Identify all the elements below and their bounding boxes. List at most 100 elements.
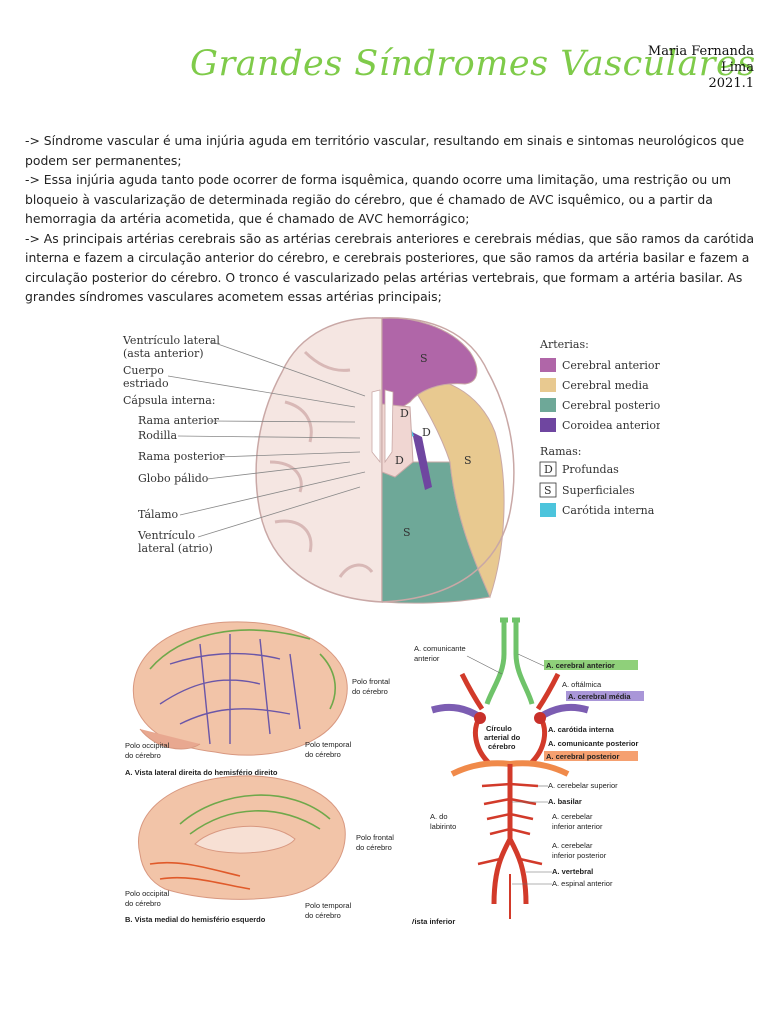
caption-b: B. Vista medial do hemisfério esquerdo [125, 915, 266, 924]
label-rodilla: Rodilla [138, 429, 178, 442]
lateral-green-vessels [149, 629, 336, 710]
legend-swatch [540, 398, 556, 412]
basilar-artery [491, 764, 529, 905]
label-cerebelar-superior: A. cerebelar superior [548, 781, 618, 790]
label-basilar: A. basilar [548, 797, 582, 806]
legend: Arterias: Cerebral anterior Cerebral med… [539, 338, 660, 517]
label-comunicante-anterior-2: anterior [414, 654, 440, 663]
label-ventriculo: Ventrículo lateral [122, 334, 220, 347]
label-comunicante-anterior: A. comunicante [414, 644, 466, 653]
medial-orange-vessels [149, 861, 251, 890]
label-globo: Globo pálido [138, 472, 209, 485]
label-capsula: Cápsula interna: [123, 394, 215, 407]
label-do-cerebro: do cérebro [305, 750, 341, 759]
legend-swatch [540, 418, 556, 432]
legend-arterias-title: Arterias: [539, 338, 589, 351]
label-polo-occipital: Polo occipital [125, 741, 170, 750]
map-letter-d: D [422, 426, 431, 439]
label-cuerpo: Cuerpo [123, 364, 164, 377]
legend-label: Cerebral anterior [562, 359, 660, 372]
label-ventriculo-atrio-sub: lateral (atrio) [138, 542, 213, 555]
page-title: Grandes Síndromes Vasculares [190, 44, 756, 84]
label-do-cerebro: do cérebro [125, 751, 161, 760]
carotid-right [534, 712, 546, 724]
label-polo-temporal: Polo temporal [305, 901, 352, 910]
willis-illustration: A. comunicante anterior A. cerebral ante… [412, 617, 644, 926]
author-last-name: Lima [721, 60, 754, 75]
label-circulo-1: Círculo [486, 724, 512, 733]
label-polo-occipital: Polo occipital [125, 889, 170, 898]
label-cerebelar-inf-post-2: inferior posterior [552, 851, 607, 860]
label-highlight-orange [544, 751, 638, 761]
lateral-vessels [159, 634, 301, 745]
label-circulo-2: arterial do [484, 733, 521, 742]
body-text: -> Síndrome vascular é uma injúria aguda… [25, 131, 760, 307]
label-circulo-3: cérebro [488, 742, 516, 751]
label-do-cerebro: do cérebro [356, 843, 392, 852]
left-labels: Ventrículo lateral (asta anterior) Cuerp… [122, 334, 366, 555]
label-polo-temporal: Polo temporal [305, 740, 352, 749]
middle-cerebral-artery [430, 703, 590, 721]
legend-label: Coroidea anterior [562, 419, 660, 432]
lateral-brain [132, 621, 348, 756]
label-do-cerebro: do cérebro [352, 687, 388, 696]
label-cerebelar-inf-post-1: A. cerebelar [552, 841, 593, 850]
brain-section-illustration: S D D D S S Ventrículo lateral (asta ant… [122, 317, 660, 604]
legend-label: Cerebral media [562, 379, 649, 392]
label-espinal-anterior: A. espinal anterior [552, 879, 613, 888]
legend-label: Carótida interna [562, 504, 655, 517]
legend-symbol: D [544, 463, 553, 476]
territory-media [409, 378, 505, 599]
label-cerebral-anterior: A. cerebral anterior [546, 661, 615, 670]
map-letter-d: D [400, 407, 409, 420]
territory-coroidea [412, 432, 432, 490]
author-first-name: Maria Fernanda [647, 44, 754, 59]
label-do-cerebro: do cérebro [305, 911, 341, 920]
label-carotida-interna: A. carótida interna [548, 725, 615, 734]
label-cerebelar-inf-ant-1: A. cerebelar [552, 812, 593, 821]
figure-circle-of-willis: A. comunicante anterior A. cerebral ante… [412, 614, 654, 926]
legend-box [539, 482, 557, 498]
caption-c: C. Vista inferior [412, 917, 455, 926]
label-comunicante-posterior: A. comunicante posterior [548, 739, 639, 748]
label-oftalmica: A. oftálmica [562, 680, 602, 689]
map-letter-s: S [420, 352, 428, 365]
map-letter-s: S [403, 526, 411, 539]
legend-ramas-title: Ramas: [540, 445, 581, 458]
label-rama-posterior: Rama posterior [138, 450, 225, 463]
label-polo-frontal: Polo frontal [352, 677, 390, 686]
ventricle [371, 389, 394, 464]
legend-box [539, 461, 557, 477]
legend-swatch [540, 378, 556, 392]
cerebellar-branches [477, 782, 543, 866]
left-cortex-folds [269, 350, 374, 578]
territory-anterior [381, 317, 478, 413]
medial-green-vessels [179, 794, 331, 835]
paragraph: -> As principais artérias cerebrais são … [25, 230, 755, 305]
corpus-callosum [194, 825, 296, 854]
legend-swatch [540, 503, 556, 517]
label-rama-anterior: Rama anterior [138, 414, 220, 427]
paragraph: -> Essa injúria aguda tanto pode ocorrer… [25, 172, 732, 226]
right-hemisphere-outline [381, 317, 515, 603]
lateral-cerebellum [139, 728, 201, 750]
label-cerebral-media: A. cerebral média [568, 692, 631, 701]
anterior-cerebral-artery [484, 617, 535, 705]
label-ventriculo-atrio: Ventrículo [137, 529, 195, 542]
carotid-left [474, 712, 486, 724]
left-hemisphere [255, 317, 383, 603]
label-labirinto-1: A. do [430, 812, 448, 821]
author-block: Maria Fernanda Lima 2021.1 [648, 44, 754, 92]
legend-label: Profundas [562, 463, 619, 476]
circle-arteries [459, 672, 561, 766]
label-highlight-purple [566, 691, 644, 701]
label-do-cerebro: do cérebro [125, 899, 161, 908]
figure-hemisphere-views: Polo frontal do cérebro Polo occipital d… [120, 614, 412, 926]
label-cerebelar-inf-ant-2: inferior anterior [552, 822, 603, 831]
legend-swatch [540, 358, 556, 372]
term-label: 2021.1 [708, 76, 755, 91]
label-talamo: Tálamo [138, 508, 179, 521]
label-estriado: estriado [123, 377, 169, 390]
label-polo-frontal: Polo frontal [356, 833, 394, 842]
label-vertebral: A. vertebral [552, 867, 593, 876]
